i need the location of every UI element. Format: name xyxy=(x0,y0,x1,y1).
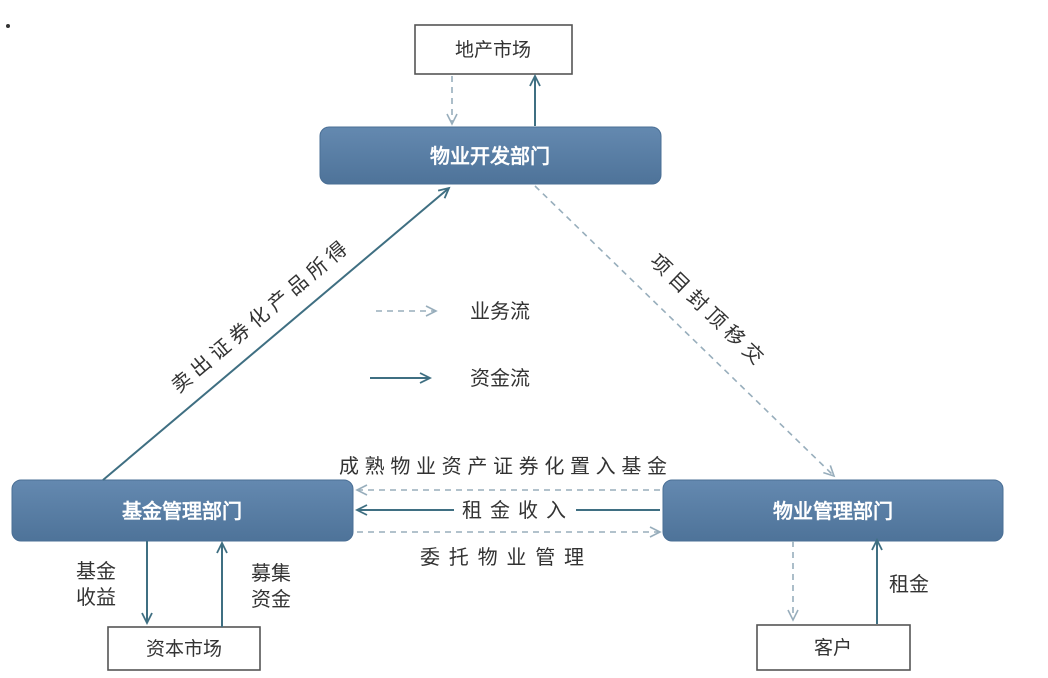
legend-capital-flow-label: 资金流 xyxy=(470,366,530,390)
rental-income-label: 租金收入 xyxy=(462,498,566,522)
fund-management-dept-label: 基金管理部门 xyxy=(122,499,242,523)
fund-management-dept-node: 基金管理部门 xyxy=(11,479,354,542)
corner-dot xyxy=(6,24,10,28)
legend-business-flow-label: 业务流 xyxy=(470,299,530,323)
real-estate-market-label: 地产市场 xyxy=(455,39,531,61)
fund-to-development-capital-arrow xyxy=(102,188,449,481)
legend: 业务流 资金流 xyxy=(370,299,530,390)
capital-market-box xyxy=(107,626,261,671)
real-estate-market-box xyxy=(414,24,573,75)
customer-label: 客户 xyxy=(814,637,852,659)
raised-capital-label-line1: 募集 xyxy=(251,561,291,585)
real-estate-market-node: 地产市场 xyxy=(414,24,573,75)
customer-node: 客户 xyxy=(756,624,911,671)
property-development-dept-box xyxy=(319,126,662,185)
securitization-into-fund-label: 成熟物业资产证券化置入基金 xyxy=(339,454,667,478)
sale-proceeds-label: 卖出证券化产品所得 xyxy=(166,236,351,397)
fund-management-dept-box xyxy=(11,479,354,542)
raised-capital-label-line2: 资金 xyxy=(251,587,291,611)
fund-return-label-line2: 收益 xyxy=(76,585,116,609)
fund-return-label-line1: 基金 xyxy=(76,559,116,583)
property-management-dept-box xyxy=(662,479,1004,542)
capital-market-node: 资本市场 xyxy=(107,626,261,671)
property-management-dept-label: 物业管理部门 xyxy=(773,499,893,523)
property-development-dept-label: 物业开发部门 xyxy=(430,144,550,168)
property-development-dept-node: 物业开发部门 xyxy=(319,126,662,185)
topping-out-handover-label: 项目封顶移交 xyxy=(645,249,768,369)
customer-box xyxy=(756,624,911,671)
capital-market-label: 资本市场 xyxy=(146,638,222,660)
entrusted-management-label: 委托物业管理 xyxy=(420,545,584,569)
property-management-dept-node: 物业管理部门 xyxy=(662,479,1004,542)
development-to-management-business-arrow xyxy=(534,185,836,478)
rent-label: 租金 xyxy=(889,572,929,596)
